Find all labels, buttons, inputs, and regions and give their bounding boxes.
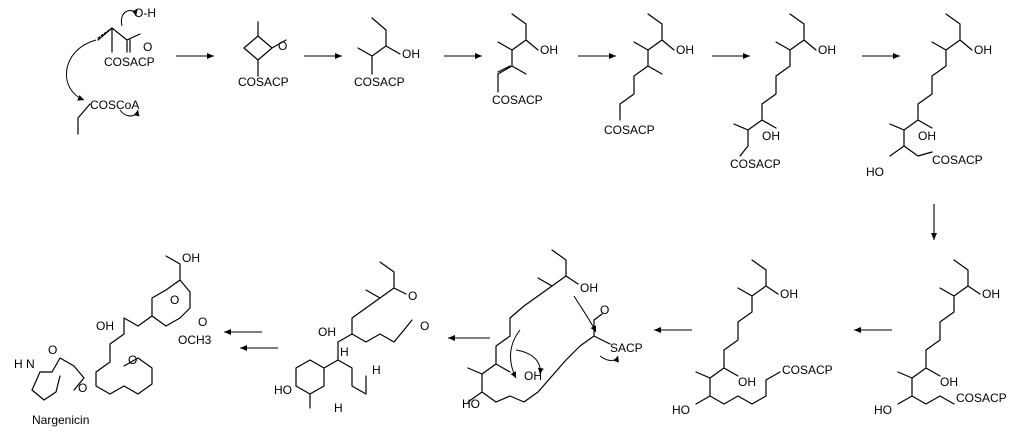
label-oh: OH <box>96 319 114 333</box>
label-oh-top: OH <box>182 251 200 265</box>
label-o2: O <box>198 315 207 329</box>
structure-methylmalonyl: O-H O COSACP COSCoA <box>65 6 156 135</box>
label-oh-top: OH <box>580 281 598 295</box>
label-oh-top: OH <box>818 43 836 57</box>
label-o: O <box>600 303 609 317</box>
label-cosacp: COSACP <box>238 75 289 89</box>
label-oh-mid: OH <box>738 375 756 389</box>
structure-2: O COSACP <box>238 21 289 89</box>
structure-5: OH COSACP <box>604 13 694 137</box>
structure-11: OH HO H H H O O <box>274 261 429 415</box>
label-cosacp: COSACP <box>354 75 405 89</box>
label-oh: OH <box>676 43 694 57</box>
label-h1: H <box>340 345 349 359</box>
label-oh-top: OH <box>974 43 992 57</box>
label-o: O <box>143 40 152 54</box>
label-o: O <box>278 39 287 53</box>
label-o-carb: O <box>48 343 57 357</box>
label-o-ring: O <box>408 289 417 303</box>
label-oh: OH <box>318 325 336 339</box>
structure-nargenicin: OH OH O O OCH3 O O O H N Nargenicin <box>14 251 212 427</box>
label-o1: O <box>170 293 179 307</box>
structure-8: OH OH HO COSACP <box>874 259 1007 417</box>
label-h3: H <box>334 401 343 415</box>
label-o-ester: O <box>78 381 87 395</box>
compound-name: Nargenicin <box>32 413 89 427</box>
structure-3: OH COSACP <box>354 17 420 89</box>
label-o-carb: O <box>420 319 429 333</box>
label-ho: HO <box>874 403 892 417</box>
label-oh: OH <box>540 43 558 57</box>
label-oh: O-H <box>134 6 156 20</box>
label-o-bridge: O <box>128 353 137 367</box>
label-ho: HO <box>462 397 480 411</box>
label-cosacp: COSACP <box>730 157 781 171</box>
label-sacp: SACP <box>610 341 643 355</box>
label-cosacp: COSACP <box>932 153 983 167</box>
label-oh-mid: OH <box>940 375 958 389</box>
label-nh: H N <box>14 357 35 371</box>
structure-9: OH OH HO COSACP <box>672 259 833 417</box>
label-oh-mid: OH <box>524 369 542 383</box>
label-oh: OH <box>402 47 420 61</box>
structure-4: OH COSACP <box>492 13 558 107</box>
structure-6: OH OH COSACP <box>730 13 836 171</box>
label-cosacp: COSACP <box>604 123 655 137</box>
label-ho: HO <box>274 383 292 397</box>
structure-7: OH OH HO COSACP <box>866 13 992 179</box>
label-oh-top: OH <box>780 287 798 301</box>
structure-10: OH OH HO O SACP <box>462 249 643 411</box>
label-ho: HO <box>866 165 884 179</box>
label-och3: OCH3 <box>178 333 212 347</box>
label-oh-mid: OH <box>762 129 780 143</box>
label-cosacp: COSACP <box>956 391 1007 405</box>
label-cosacp: COSACP <box>104 55 155 69</box>
label-ho: HO <box>672 403 690 417</box>
label-cosacp: COSACP <box>782 363 833 377</box>
label-oh-top: OH <box>982 287 1000 301</box>
label-oh-mid: OH <box>918 129 936 143</box>
label-cosacp: COSACP <box>492 93 543 107</box>
label-h2: H <box>372 363 381 377</box>
label-coscoa: COSCoA <box>90 98 139 112</box>
